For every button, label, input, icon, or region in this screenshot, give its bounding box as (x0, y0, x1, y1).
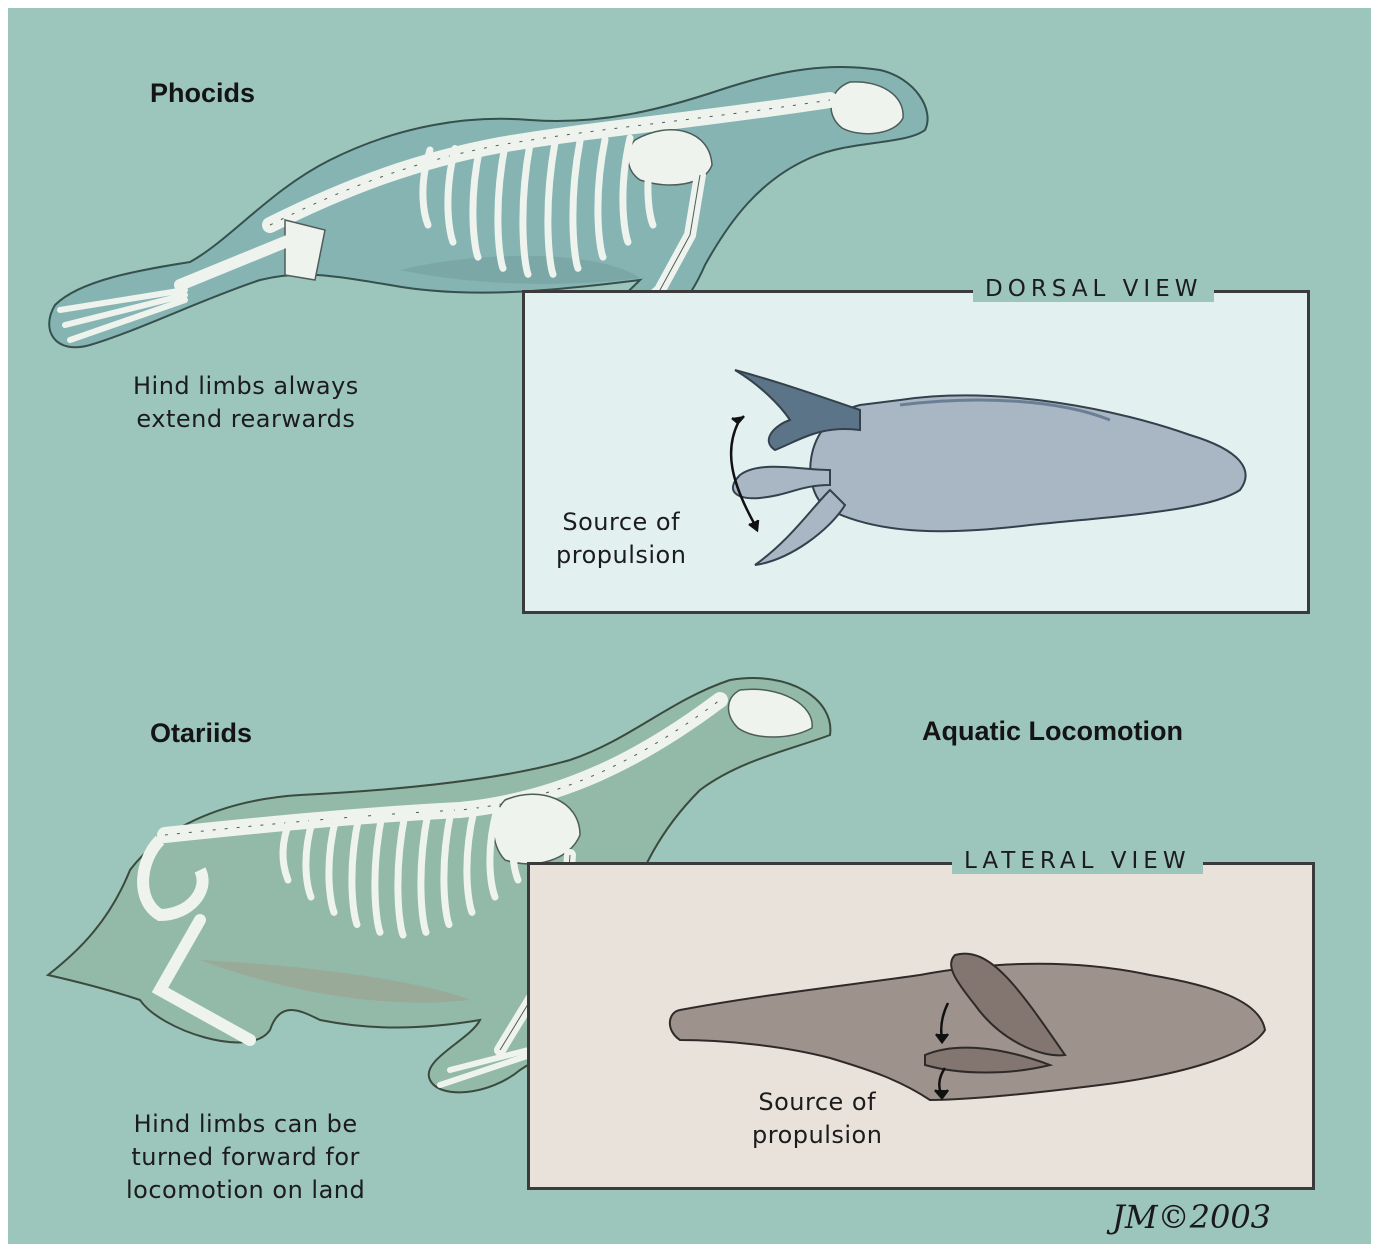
phocids-caption: Hind limbs always extend rearwards (133, 370, 359, 436)
otariids-heading: Otariids (150, 718, 252, 749)
phocids-heading: Phocids (150, 78, 255, 109)
lateral-propulsion-line-2: propulsion (752, 1119, 882, 1152)
otariids-caption-line-3: locomotion on land (126, 1174, 365, 1207)
lateral-seal (670, 954, 1265, 1100)
otariids-caption: Hind limbs can be turned forward for loc… (126, 1108, 365, 1207)
lateral-propulsion-line-1: Source of (752, 1086, 882, 1119)
artist-signature: JM©2003 (1112, 1198, 1271, 1236)
otariids-caption-line-1: Hind limbs can be (126, 1108, 365, 1141)
phocids-caption-line-2: extend rearwards (133, 403, 359, 436)
otariids-caption-line-2: turned forward for (126, 1141, 365, 1174)
aquatic-locomotion-heading: Aquatic Locomotion (922, 716, 1183, 747)
phocids-caption-line-1: Hind limbs always (133, 370, 359, 403)
lateral-propulsion-label: Source of propulsion (752, 1086, 882, 1152)
